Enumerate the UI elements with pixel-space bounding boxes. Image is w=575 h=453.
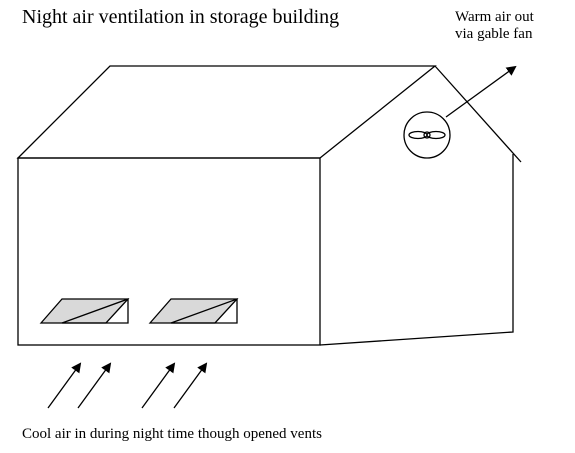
cool-air-label: Cool air in during night time though ope… [22, 426, 322, 442]
front-wall [17, 157, 321, 346]
warm-air-label: Warm air out via gable fan [455, 9, 534, 44]
opened-vent-icon [148, 298, 239, 324]
side-wall [319, 154, 514, 346]
opened-vent-icon [39, 298, 130, 324]
warm-air-arrow [445, 65, 517, 118]
airflow-arrow-icon [77, 362, 112, 409]
warm-air-label-line1: Warm air out [455, 9, 534, 25]
warm-air-label-line2: via gable fan [455, 26, 533, 43]
diagram-title: Night air ventilation in storage buildin… [22, 6, 340, 28]
gable-fan-icon [403, 111, 451, 159]
cool-air-arrows [47, 362, 208, 409]
airflow-arrow-icon [173, 362, 208, 409]
airflow-arrow-icon [141, 362, 176, 409]
airflow-arrow-icon [47, 362, 82, 409]
